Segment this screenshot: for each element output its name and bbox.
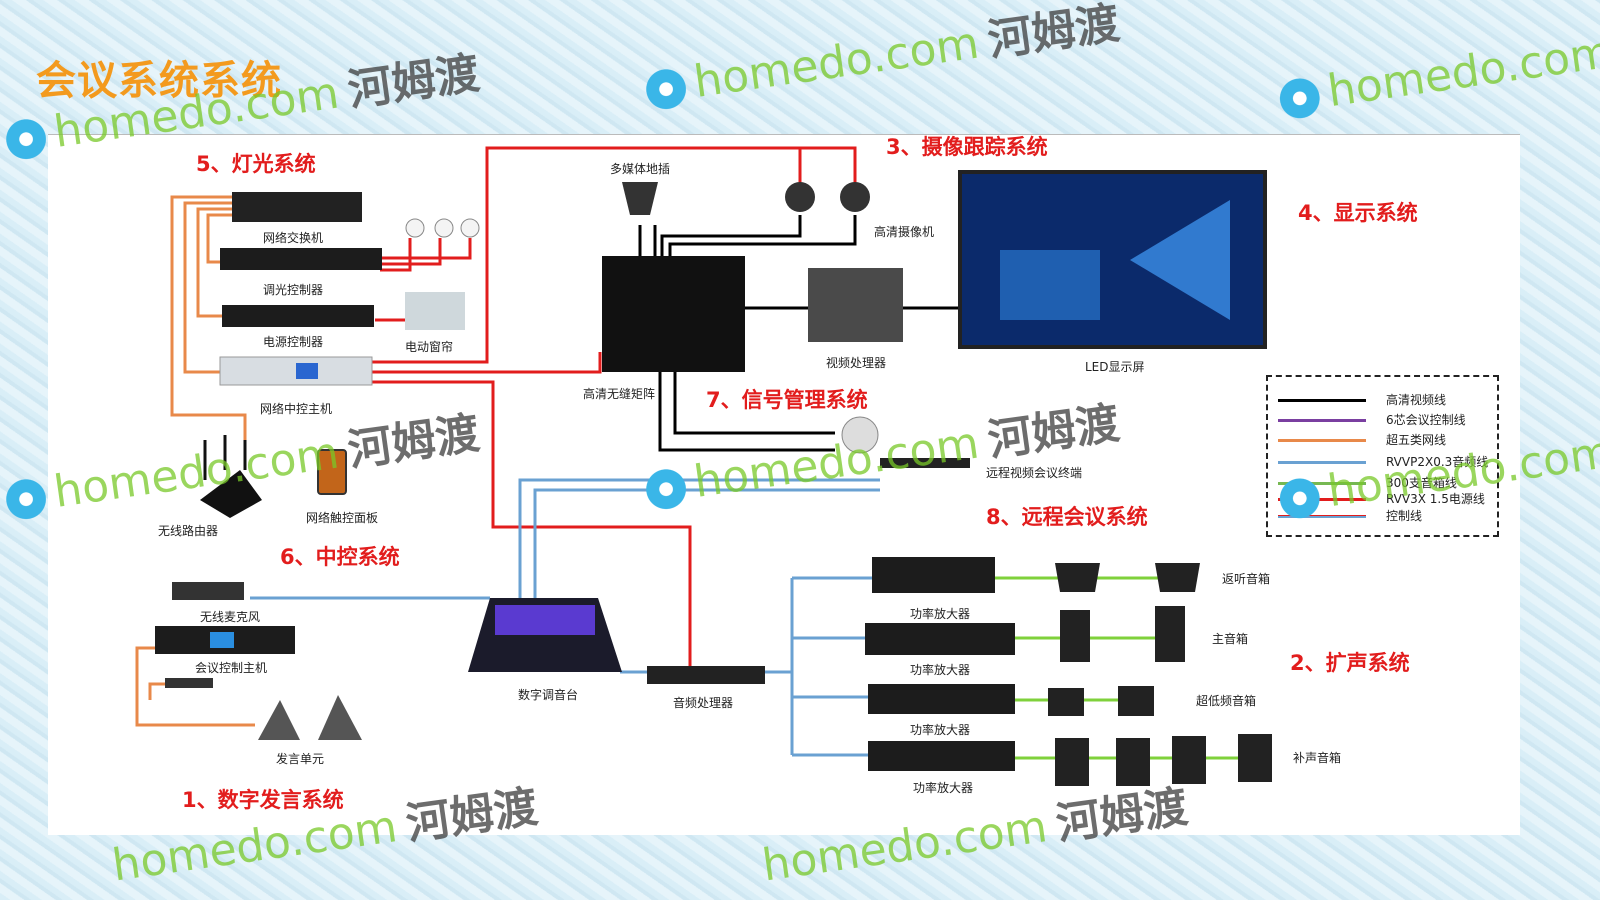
label-router: 无线路由器 [158,524,219,538]
label-hd-camera: 高清摄像机 [874,225,935,239]
label-power-controller: 电源控制器 [263,335,324,349]
devices [155,170,1272,786]
network-cables [135,195,255,727]
label-fill-speaker: 补声音箱 [1293,751,1342,765]
label-audio-processor: 音频处理器 [673,696,734,710]
label-dimmer: 调光控制器 [263,283,324,297]
label-monitor-speaker: 返听音箱 [1222,572,1271,586]
audio-cables [250,478,880,757]
section-camera-tracking: 3、摄像跟踪系统 [886,135,1048,159]
speaker-cables [995,576,1245,760]
label-conf-host: 会议控制主机 [195,661,268,675]
label-subwoofer: 超低频音箱 [1196,694,1257,708]
legend: 高清视频线 6芯会议控制线 超五类网线 RVVP2X0.3音频线 300支音箱线… [1266,375,1499,537]
label-matrix: 高清无缝矩阵 [583,387,656,401]
section-lighting: 5、灯光系统 [196,152,316,176]
label-main-speaker: 主音箱 [1212,632,1249,646]
label-amp-2: 功率放大器 [910,663,971,677]
label-led-screen: LED显示屏 [1085,360,1145,374]
label-curtain: 电动窗帘 [405,340,454,354]
header-divider [48,134,1520,135]
label-switch: 网络交换机 [263,231,324,245]
label-speech-unit: 发言单元 [276,752,325,766]
legend-item: RVV3X 1.5电源线 [1278,490,1498,508]
label-video-processor: 视频处理器 [826,356,887,370]
label-floor-box: 多媒体地插 [610,162,671,176]
section-digital-speech: 1、数字发言系统 [182,788,344,812]
label-conf-terminal: 远程视频会议终端 [986,466,1083,480]
section-signal-mgmt: 7、信号管理系统 [706,388,868,412]
label-amp-1: 功率放大器 [910,607,971,621]
legend-item: 6芯会议控制线 [1278,411,1498,429]
label-amp-4: 功率放大器 [913,781,974,795]
label-amp-3: 功率放大器 [910,723,971,737]
section-remote-conf: 8、远程会议系统 [986,505,1148,529]
section-display: 4、显示系统 [1298,201,1418,225]
label-touch-panel: 网络触控面板 [306,511,379,525]
page-title: 会议系统系统 [36,58,282,104]
legend-item: 控制线 [1278,507,1498,525]
label-wireless-mic: 无线麦克风 [200,610,261,624]
section-central-control: 6、中控系统 [280,545,400,569]
legend-item: RVVP2X0.3音频线 [1278,453,1498,471]
label-central-host: 网络中控主机 [260,402,333,416]
section-sound: 2、扩声系统 [1290,651,1410,675]
label-mixer: 数字调音台 [518,688,579,702]
legend-item: 超五类网线 [1278,431,1498,449]
legend-item: 高清视频线 [1278,391,1498,409]
